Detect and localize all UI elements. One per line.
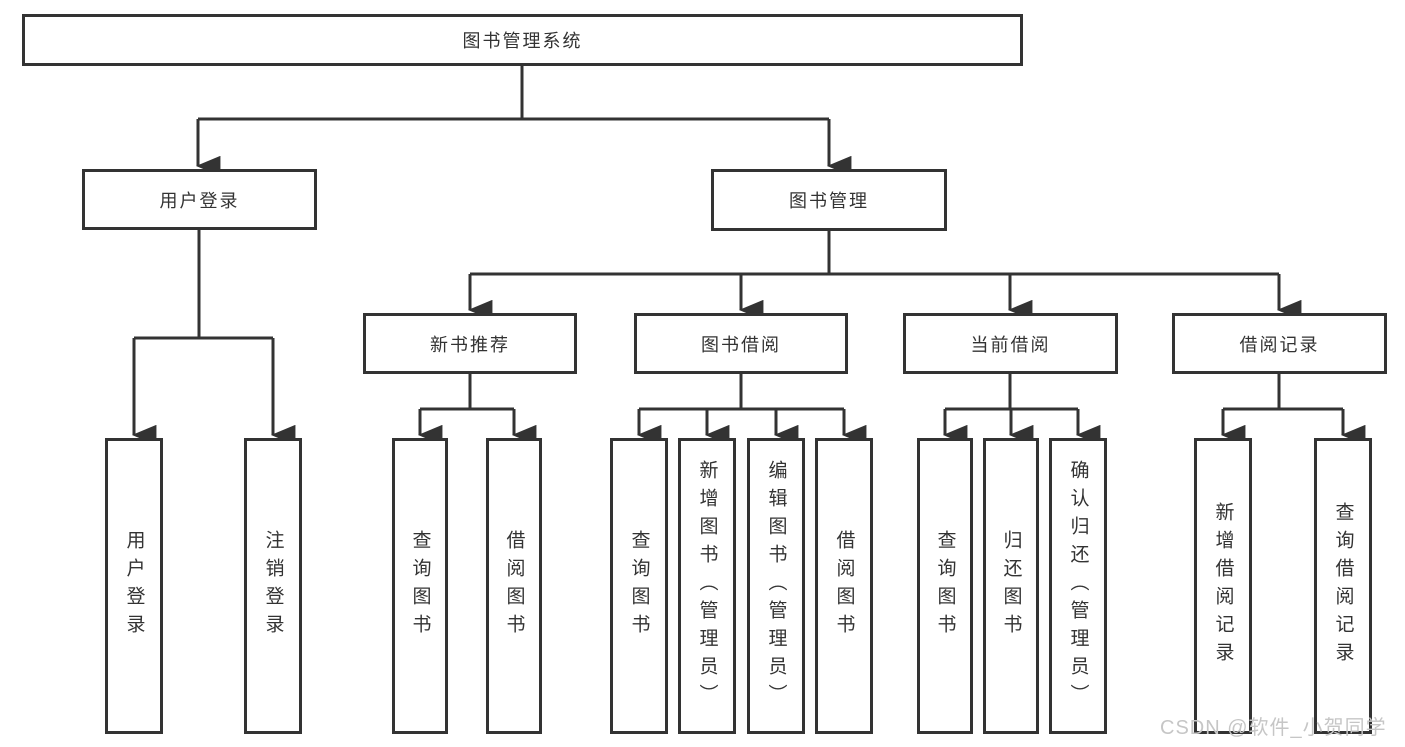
node-new-book-recommend: 新书推荐 [363,313,577,374]
leaf-query-borrow-record: 查询借阅记录 [1314,438,1372,734]
leaf-confirm-return-admin: 确认归还（管理员） [1049,438,1107,734]
leaf-add-books-admin: 新增图书（管理员） [678,438,736,734]
leaf-edit-books-admin: 编辑图书（管理员） [747,438,805,734]
leaf-return-books: 归还图书 [983,438,1039,734]
leaf-user-login: 用户登录 [105,438,163,734]
leaf-add-borrow-record: 新增借阅记录 [1194,438,1252,734]
node-borrowing-records: 借阅记录 [1172,313,1387,374]
node-user-login: 用户登录 [82,169,317,230]
leaf-newbook-borrow-books: 借阅图书 [486,438,542,734]
node-book-management: 图书管理 [711,169,947,231]
connector-arrows [131,119,1366,446]
csdn-watermark: CSDN @软件_小贺同学 [1160,717,1387,739]
leaf-newbook-query-books: 查询图书 [392,438,448,734]
leaf-borrow-books: 借阅图书 [815,438,873,734]
node-root-library-system: 图书管理系统 [22,14,1023,66]
connector-lines [134,66,1343,411]
leaf-borrowing-query-books: 查询图书 [610,438,668,734]
node-book-borrowing: 图书借阅 [634,313,848,374]
leaf-current-query-books: 查询图书 [917,438,973,734]
node-current-borrowing: 当前借阅 [903,313,1118,374]
leaf-logout: 注销登录 [244,438,302,734]
